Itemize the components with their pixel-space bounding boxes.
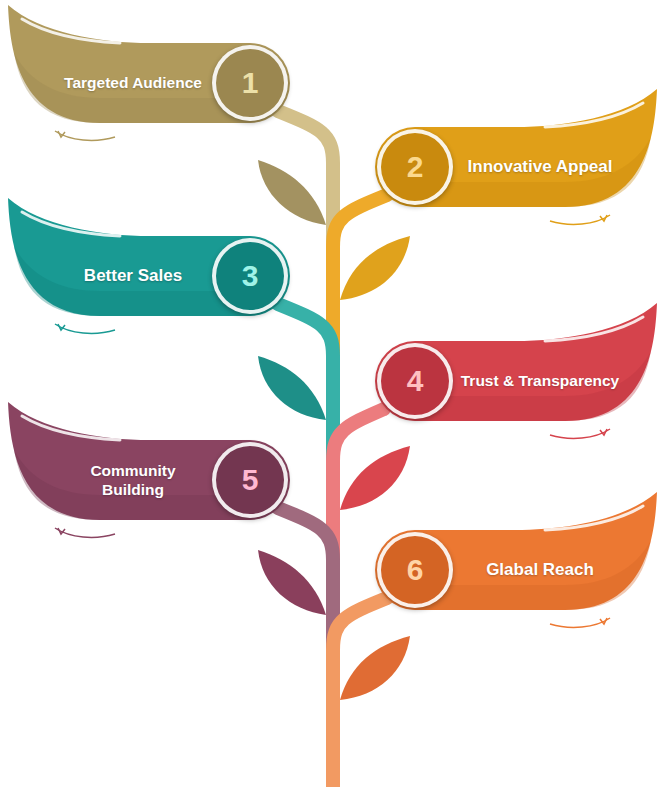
leaf-curl-tip: [58, 528, 65, 534]
label-box: Better Sales: [58, 236, 208, 316]
leaf-banner: Targeted Audience 1: [0, 3, 295, 123]
leaf-highlight: [545, 506, 643, 530]
label-box: Community Building: [58, 440, 208, 520]
leaf-highlight: [545, 317, 643, 341]
callout-number: 3: [242, 261, 259, 291]
leaf-label: Glabal Reach: [486, 559, 594, 580]
leaf-body: [375, 492, 657, 610]
leaf-curl-tip: [600, 429, 607, 435]
number-circle: 5: [212, 442, 288, 518]
leaf-highlight: [22, 212, 120, 236]
label-box: Glabal Reach: [460, 530, 620, 610]
leaf-body: [375, 303, 657, 421]
leaf-banner: Innovative Appeal 2: [370, 87, 665, 207]
leaf-curl-tip: [600, 618, 607, 624]
leaf-highlight: [22, 416, 120, 440]
leaf-curl: [55, 324, 115, 333]
leaf-label: Community Building: [58, 461, 208, 500]
callout-number: 4: [407, 366, 424, 396]
number-circle: 1: [212, 45, 288, 121]
leaf-banner: Trust & Transparency 4: [370, 301, 665, 421]
small-leaf: [340, 446, 410, 510]
leaf-label: Innovative Appeal: [468, 156, 613, 177]
leaf-banner: Glabal Reach 6: [370, 490, 665, 610]
callout-number: 1: [242, 68, 259, 98]
leaf-curl: [550, 429, 610, 438]
leaf-label: Targeted Audience: [64, 73, 202, 92]
small-leaf: [340, 236, 410, 300]
leaf-curl-tip: [600, 215, 607, 221]
leaf-label: Better Sales: [84, 265, 182, 286]
small-leaf: [340, 636, 410, 700]
callout-number: 6: [407, 555, 424, 585]
number-circle: 2: [377, 129, 453, 205]
callout-number: 2: [407, 152, 424, 182]
leaf-curl: [55, 528, 115, 537]
small-leaf: [258, 160, 326, 225]
number-circle: 3: [212, 238, 288, 314]
callout-number: 5: [242, 465, 259, 495]
leaf-curl: [550, 215, 610, 224]
label-box: Trust & Transparency: [460, 341, 620, 421]
leaf-curl-tip: [58, 131, 65, 137]
leaf-banner: Community Building 5: [0, 400, 295, 520]
leaf-label: Trust & Transparency: [461, 371, 620, 390]
number-circle: 4: [377, 343, 453, 419]
small-leaf: [258, 356, 326, 420]
leaf-curl: [55, 131, 115, 140]
leaf-highlight: [22, 19, 120, 43]
leaf-body: [8, 198, 290, 316]
leaf-curl-tip: [58, 324, 65, 330]
label-box: Targeted Audience: [58, 43, 208, 123]
leaf-curl: [550, 618, 610, 627]
number-circle: 6: [377, 532, 453, 608]
leaf-body: [375, 89, 657, 207]
leaf-body: [8, 402, 290, 520]
leaf-banner: Better Sales 3: [0, 196, 295, 316]
leaf-body: [8, 5, 290, 123]
label-box: Innovative Appeal: [460, 127, 620, 207]
small-leaf: [258, 550, 326, 615]
leaf-highlight: [545, 103, 643, 127]
